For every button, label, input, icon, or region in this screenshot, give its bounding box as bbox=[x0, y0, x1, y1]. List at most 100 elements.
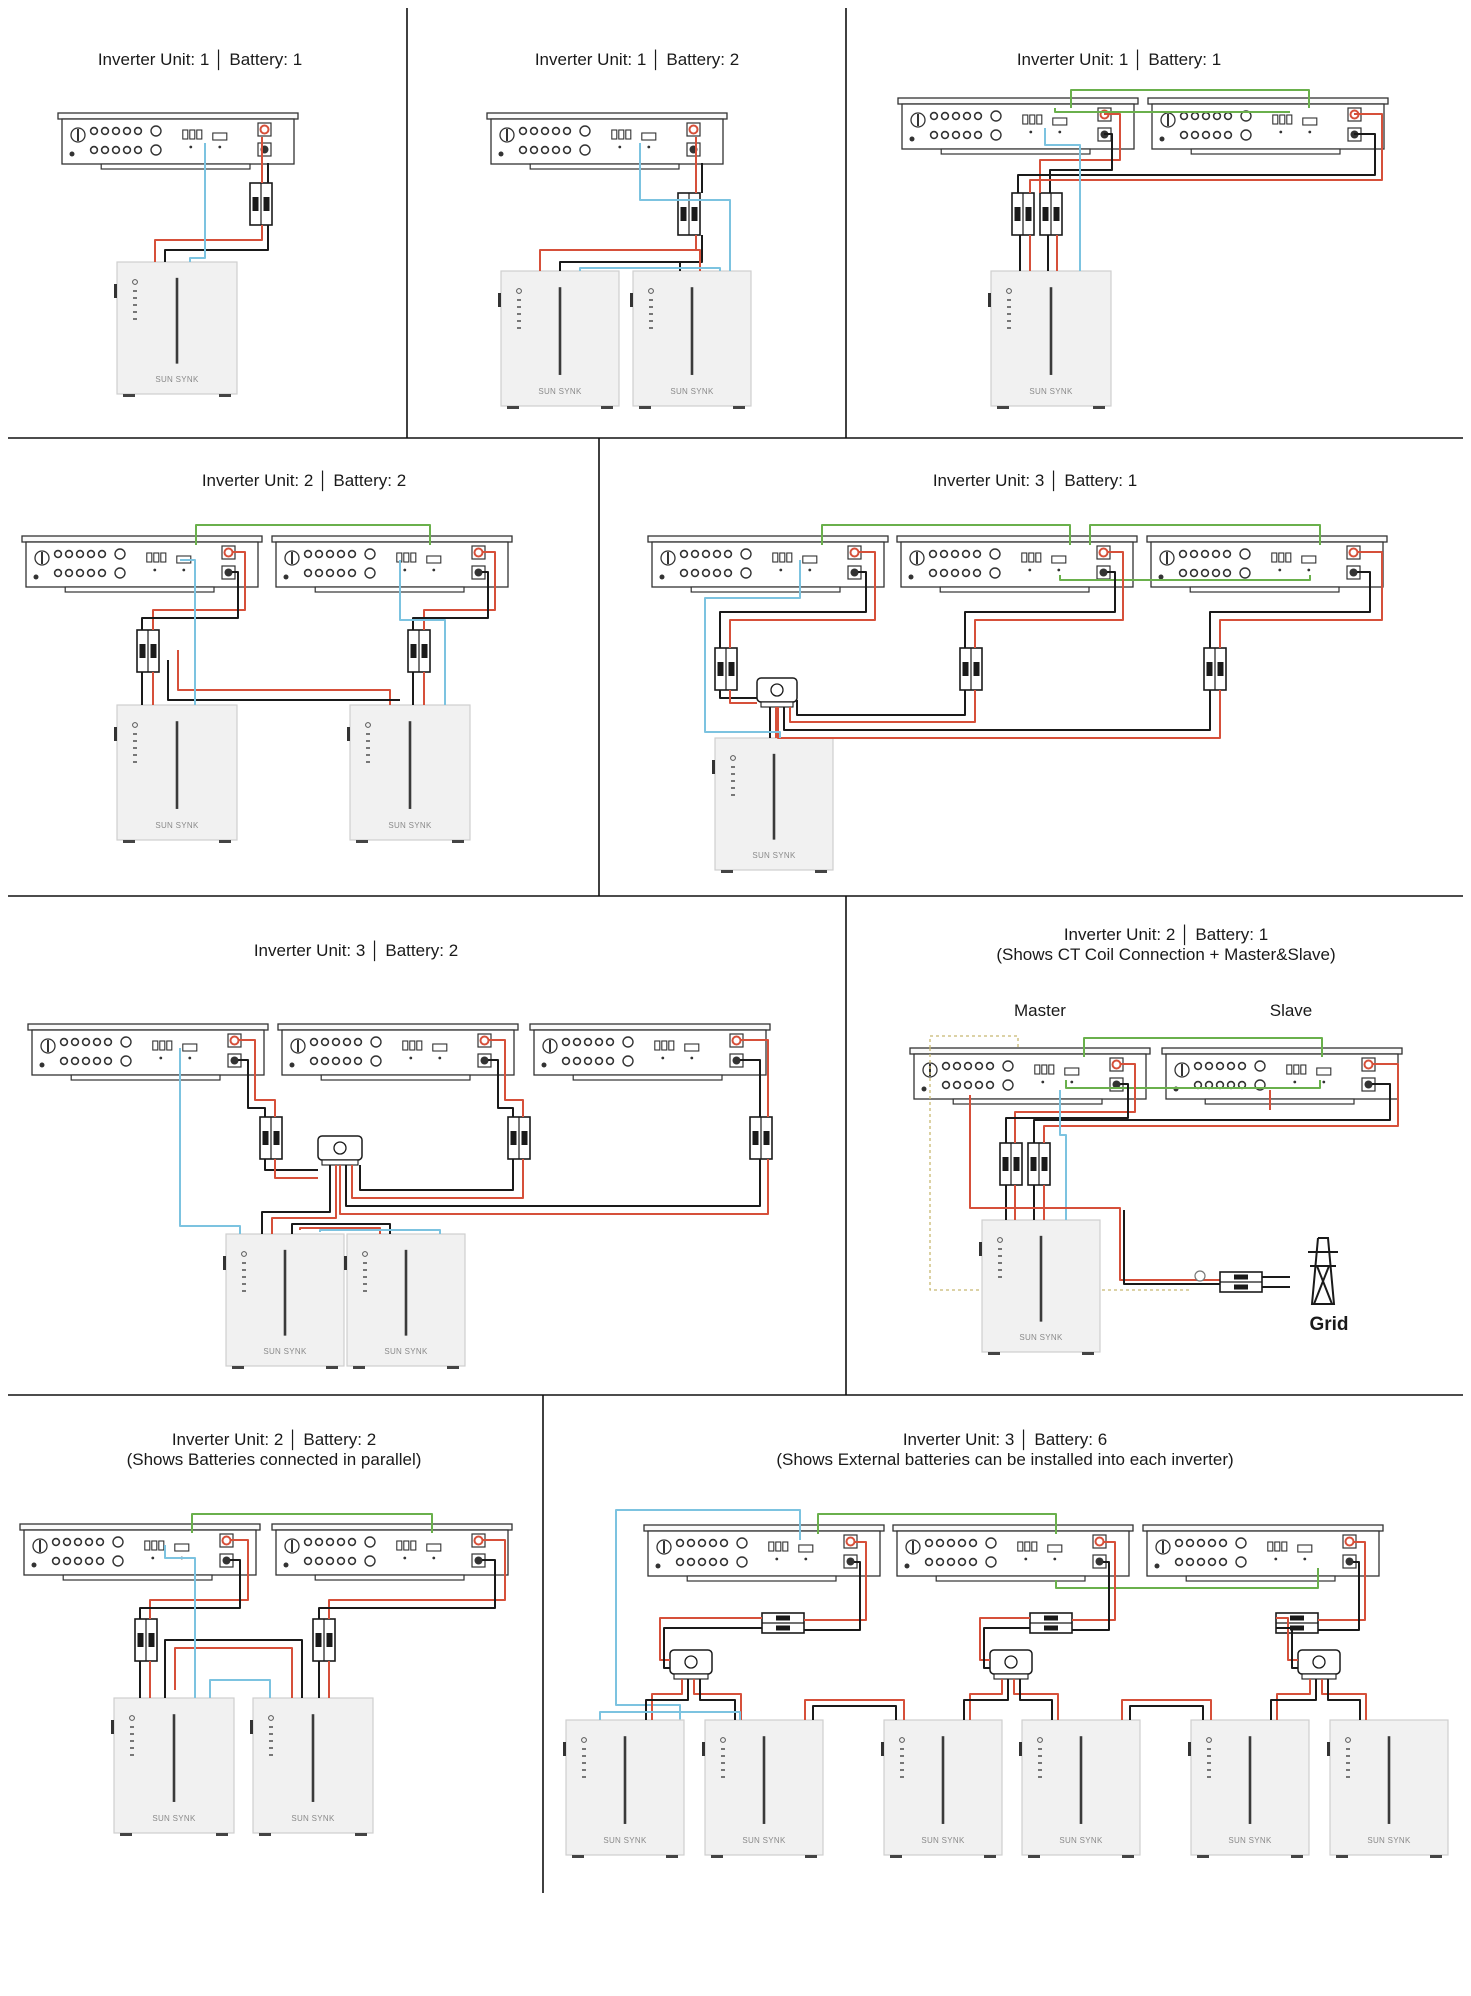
battery-led bbox=[998, 1255, 1002, 1257]
dc-negative-cable bbox=[645, 1679, 689, 1720]
battery-led bbox=[242, 1269, 246, 1271]
pv-terminal-icon bbox=[962, 130, 972, 140]
pv-terminal-icon bbox=[675, 1538, 685, 1548]
battery-power-icon bbox=[899, 1737, 905, 1743]
pv-terminal-icon bbox=[946, 1557, 956, 1567]
dc-negative-cable bbox=[740, 1059, 761, 1117]
battery-led bbox=[133, 290, 137, 292]
dc-switch-icon bbox=[34, 550, 50, 566]
battery-led bbox=[517, 313, 521, 315]
dc-switch-icon bbox=[32, 1538, 48, 1554]
dc-negative-cable bbox=[1019, 1679, 1053, 1720]
pv-terminal-icon bbox=[929, 130, 939, 140]
panel-subtitle: (Shows Batteries connected in parallel) bbox=[127, 1450, 422, 1469]
dc-positive-cable bbox=[1014, 1063, 1136, 1143]
pv-terminal-icon bbox=[679, 549, 689, 559]
dc-negative-cable bbox=[663, 1627, 762, 1669]
battery-side-handle bbox=[988, 293, 991, 307]
pv-terminal-icon bbox=[1207, 1538, 1217, 1548]
rj45-port-icon bbox=[684, 1043, 700, 1052]
breaker-toggle bbox=[776, 1625, 790, 1631]
battery-led bbox=[582, 1776, 586, 1778]
battery-led bbox=[517, 306, 521, 308]
combiner-logo-icon bbox=[770, 683, 784, 697]
comm-port-icon bbox=[1286, 114, 1293, 125]
pv-terminal-icon bbox=[973, 130, 983, 140]
combiner-body bbox=[1297, 1649, 1341, 1675]
pv-terminal-icon bbox=[320, 1056, 330, 1066]
dc-positive-cable bbox=[651, 1679, 683, 1720]
battery-led bbox=[133, 304, 137, 306]
gland-icon bbox=[1235, 1556, 1247, 1568]
dc-negative-cable bbox=[1270, 1679, 1317, 1720]
inverter-base bbox=[1189, 586, 1340, 593]
pv-terminal-icon bbox=[81, 1037, 91, 1047]
battery-power-icon bbox=[648, 288, 654, 294]
battery-led bbox=[517, 327, 521, 329]
port-dot bbox=[661, 1056, 665, 1060]
inverter-unit bbox=[529, 1023, 771, 1081]
pv-terminal-icon bbox=[336, 1556, 346, 1566]
pv-terminal-icon bbox=[325, 1556, 335, 1566]
pv-terminal-icon bbox=[690, 568, 700, 578]
dc-positive-cable bbox=[1121, 1699, 1212, 1720]
pv-terminal-icon bbox=[929, 111, 939, 121]
gland-icon bbox=[1002, 1060, 1014, 1072]
inverter-top-cover bbox=[1147, 97, 1389, 105]
dc-switch-icon bbox=[1155, 1539, 1171, 1555]
inverter-base bbox=[686, 1575, 837, 1582]
battery-light-strip bbox=[772, 753, 776, 840]
dc-positive-cable bbox=[789, 690, 976, 723]
pv-terminal-icon bbox=[133, 126, 143, 136]
comm-port-icon bbox=[153, 552, 160, 563]
dc-negative-cable bbox=[719, 690, 757, 699]
comm-cable bbox=[399, 560, 446, 705]
battery-side-handle bbox=[344, 1256, 347, 1270]
battery-foot bbox=[1082, 1352, 1094, 1355]
battery-led bbox=[649, 320, 653, 322]
inverter-unit bbox=[27, 1023, 269, 1081]
dc-negative-cable bbox=[264, 1159, 318, 1171]
battery-light-strip bbox=[404, 1249, 408, 1336]
dc-negative-cable bbox=[679, 235, 703, 271]
pv-terminal-icon bbox=[75, 568, 85, 578]
battery-led bbox=[1007, 306, 1011, 308]
port-dot bbox=[1058, 130, 1062, 134]
comm-port-icon bbox=[402, 1040, 409, 1051]
negative-terminal-ring bbox=[850, 568, 859, 577]
battery-led bbox=[133, 754, 137, 756]
battery-led bbox=[900, 1762, 904, 1764]
inverter-unit bbox=[277, 1023, 519, 1081]
dc-breaker bbox=[407, 629, 431, 673]
dc-positive-cable bbox=[804, 1541, 867, 1621]
dc-negative-cable bbox=[1276, 1627, 1298, 1669]
port-dot bbox=[808, 568, 812, 572]
combiner-box bbox=[1297, 1649, 1341, 1680]
dc-positive-cable bbox=[351, 1159, 524, 1199]
parallel-link-cable bbox=[1089, 524, 1321, 545]
indicator-led bbox=[1158, 574, 1164, 580]
combiner-logo-icon bbox=[684, 1655, 698, 1669]
dc-negative-cable bbox=[345, 1159, 761, 1207]
battery-brand-label: SUN SYNK bbox=[538, 387, 582, 396]
inverter-top-cover bbox=[647, 535, 889, 543]
port-dot bbox=[775, 1557, 779, 1561]
port-dot bbox=[151, 1556, 155, 1560]
indicator-led bbox=[69, 151, 75, 157]
inverter-top-cover bbox=[1146, 535, 1388, 543]
battery-led bbox=[269, 1726, 273, 1728]
battery-led bbox=[731, 773, 735, 775]
dc-negative-cable bbox=[488, 1059, 514, 1117]
battery-brand-label: SUN SYNK bbox=[1367, 1836, 1411, 1845]
inverter-base bbox=[100, 163, 251, 170]
dc-negative-cable bbox=[964, 571, 1116, 648]
port-dot bbox=[1308, 130, 1312, 134]
battery-led bbox=[582, 1748, 586, 1750]
pv-terminal-icon bbox=[1200, 568, 1210, 578]
comm-port-icon bbox=[146, 552, 153, 563]
battery-led bbox=[998, 1269, 1002, 1271]
gland-icon bbox=[579, 125, 591, 137]
breaker-toggle bbox=[1290, 1625, 1304, 1631]
pv-terminal-icon bbox=[86, 549, 96, 559]
